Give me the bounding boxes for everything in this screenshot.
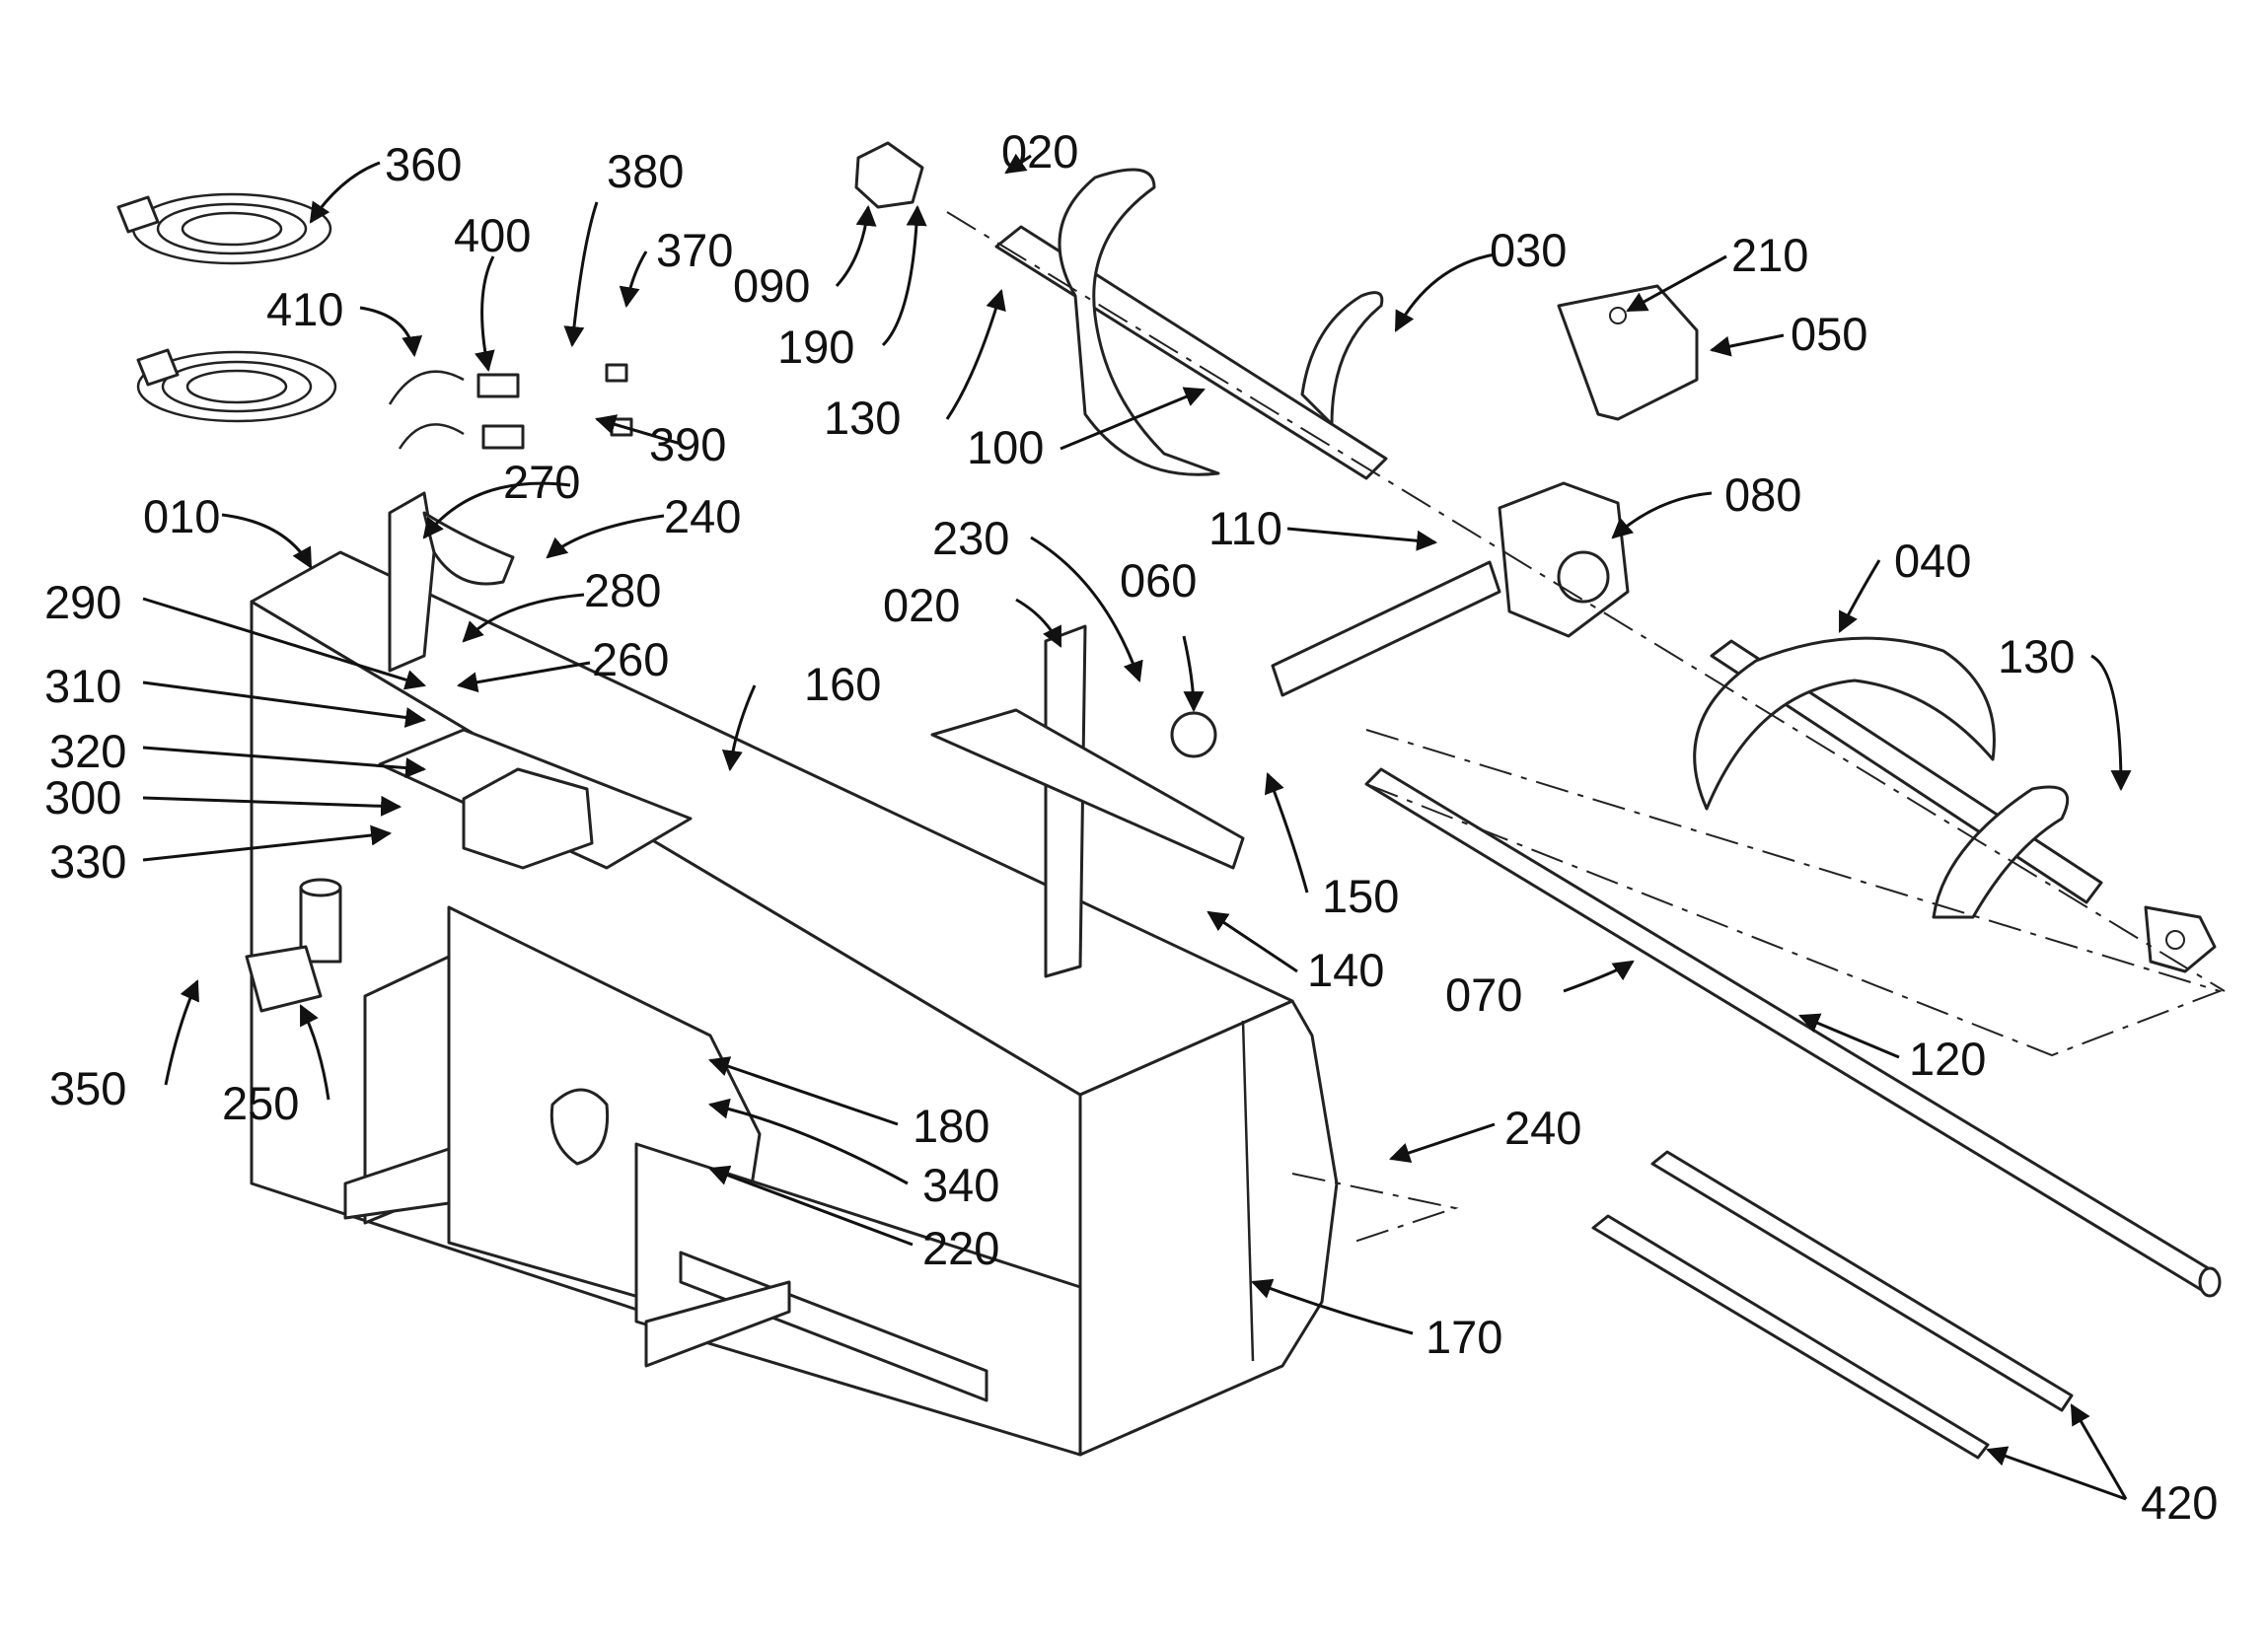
cord-second: [136, 348, 337, 423]
connectors-400: [388, 363, 633, 450]
callout-040: 040: [1894, 535, 1971, 587]
auger-040: [1693, 636, 2103, 919]
callout-360: 360: [385, 138, 462, 190]
callout-370: 370: [656, 224, 733, 276]
switch-250: [245, 945, 323, 1013]
callout-180: 180: [913, 1100, 989, 1152]
callout-130-right: 130: [1998, 630, 2075, 682]
callout-410: 410: [266, 283, 343, 335]
cord-360: [116, 192, 332, 265]
callout-170: 170: [1426, 1311, 1502, 1363]
impeller-020: [930, 624, 1245, 978]
callout-240-top: 240: [664, 490, 741, 542]
callout-160: 160: [804, 658, 881, 710]
callout-400: 400: [454, 209, 531, 261]
callout-350: 350: [49, 1062, 126, 1114]
callout-150: 150: [1322, 870, 1399, 922]
rod-420-upper: [1650, 1150, 2074, 1412]
axis-line-frame: [1365, 729, 2224, 1057]
rod-420-lower: [1591, 1214, 1990, 1460]
callout-240-right: 240: [1504, 1102, 1581, 1154]
callout-380: 380: [607, 145, 684, 197]
gearbox-080: [1271, 481, 1630, 697]
callout-260: 260: [592, 633, 669, 685]
axis-line-main: [946, 211, 2226, 992]
callout-220: 220: [922, 1222, 999, 1274]
callout-050: 050: [1791, 308, 1867, 360]
callout-300: 300: [44, 771, 121, 823]
callout-270: 270: [503, 456, 580, 508]
callout-070: 070: [1445, 968, 1522, 1021]
callout-280: 280: [584, 564, 661, 616]
callout-390: 390: [649, 418, 726, 470]
callout-030: 030: [1490, 224, 1567, 276]
callout-290: 290: [44, 576, 121, 628]
callout-130-top: 130: [824, 392, 901, 444]
auger-030: [994, 168, 1388, 480]
housing-010: [250, 491, 1339, 1457]
bracket-050: [1557, 284, 1699, 421]
leader-lines: [142, 153, 2132, 1501]
callout-110: 110: [1208, 502, 1282, 554]
callout-020-top: 020: [1001, 125, 1078, 178]
shaft-070: [1364, 767, 2222, 1298]
bearing-090: [854, 141, 924, 209]
callout-060: 060: [1120, 554, 1197, 607]
callout-080: 080: [1724, 468, 1801, 521]
callout-420: 420: [2141, 1476, 2218, 1529]
callout-190: 190: [777, 321, 854, 373]
bearing-flange: [2144, 905, 2217, 973]
callout-020-mid: 020: [883, 579, 960, 631]
callout-090: 090: [733, 259, 810, 312]
callout-labels: 360 380 400 370 410 390 020 090 190 130 …: [44, 125, 2218, 1529]
callout-320: 320: [49, 725, 126, 777]
callout-340: 340: [922, 1159, 999, 1211]
callout-100: 100: [967, 421, 1044, 473]
callout-310: 310: [44, 660, 121, 712]
callout-010: 010: [143, 490, 220, 542]
callout-230: 230: [932, 512, 1009, 564]
axis-line-lower: [1291, 1173, 1459, 1244]
callout-330: 330: [49, 835, 126, 888]
callout-250: 250: [222, 1077, 299, 1129]
callout-210: 210: [1731, 229, 1808, 281]
callout-120: 120: [1909, 1033, 1986, 1085]
callout-140: 140: [1307, 944, 1384, 996]
